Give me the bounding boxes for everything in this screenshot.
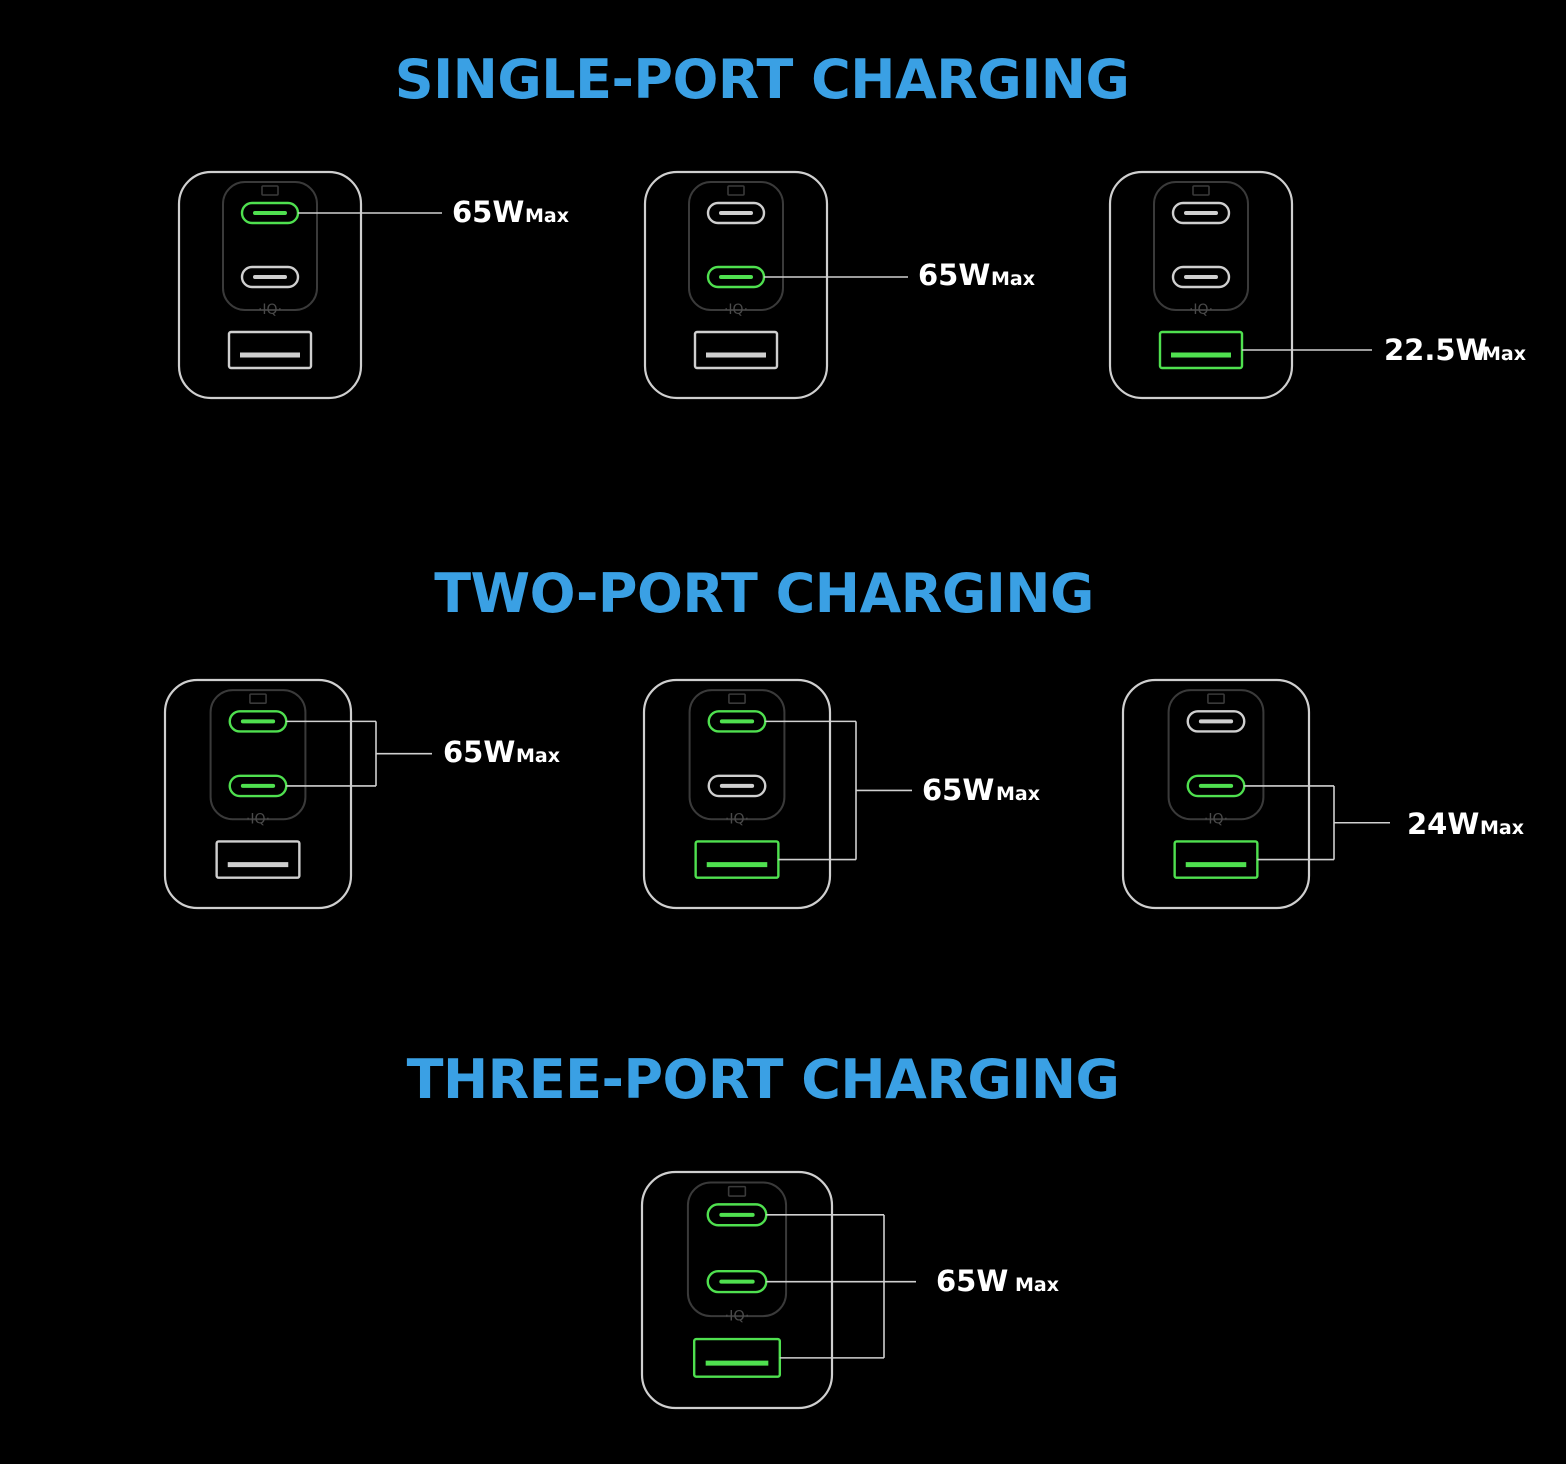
usb-a-port-icon: [215, 840, 301, 879]
port-panel: [688, 689, 786, 821]
usb-c-port-icon: [706, 201, 766, 225]
charger-body: [640, 1170, 834, 1410]
usb-a-port-icon: [1158, 330, 1244, 370]
usb-a-port-icon: [227, 330, 313, 370]
indicator-notch: [1207, 693, 1225, 705]
usb-c-port-icon: [707, 774, 767, 798]
usb-a-port-icon: [693, 330, 779, 370]
port-panel: [688, 181, 784, 311]
charger-single-2: ·IQ·: [643, 170, 908, 400]
max-label: Max: [516, 745, 560, 767]
charger-body: [642, 678, 832, 910]
iq-logo: ·IQ·: [1189, 302, 1213, 318]
section-title-single-port: SINGLE-PORT CHARGING: [395, 48, 1130, 111]
charger-body: [163, 678, 353, 910]
indicator-notch: [249, 693, 267, 705]
usb-c-port-icon: [1186, 710, 1246, 733]
charger-three-1: ·IQ·: [640, 1170, 916, 1410]
iq-logo: ·IQ·: [725, 811, 749, 827]
port-panel: [1153, 181, 1249, 311]
wattage-label: 24W: [1407, 807, 1479, 841]
iq-logo: ·IQ·: [246, 811, 270, 827]
usb-c-port-icon: [706, 1203, 768, 1227]
usb-c-port-icon: [240, 265, 300, 289]
max-label: Max: [1015, 1274, 1059, 1296]
charger-two-3: ·IQ·: [1121, 678, 1390, 910]
charger-body: [643, 170, 829, 400]
charger-body: [1121, 678, 1311, 910]
wattage-label: 65W: [918, 258, 990, 292]
indicator-notch: [1192, 185, 1210, 196]
max-label: Max: [1480, 817, 1524, 839]
iq-logo: ·IQ·: [1204, 811, 1228, 827]
port-panel: [222, 181, 318, 311]
section-title-three-port: THREE-PORT CHARGING: [407, 1048, 1120, 1111]
usb-c-port-icon: [706, 1270, 768, 1294]
charger-two-2: ·IQ·: [642, 678, 912, 910]
max-label: Max: [525, 205, 569, 227]
charger-two-1: ·IQ·: [163, 678, 432, 910]
max-label: Max: [996, 783, 1040, 805]
port-panel: [1167, 689, 1265, 821]
iq-logo: ·IQ·: [724, 302, 748, 318]
usb-c-port-icon: [1171, 265, 1231, 289]
indicator-notch: [728, 693, 746, 705]
usb-a-port-icon: [694, 840, 780, 879]
wattage-label: 65W: [936, 1264, 1008, 1298]
port-panel: [686, 1181, 788, 1318]
usb-a-port-icon: [692, 1337, 782, 1378]
charger-body: [177, 170, 363, 400]
max-label: Max: [1482, 343, 1526, 365]
charger-single-1: ·IQ·: [177, 170, 442, 400]
iq-logo: ·IQ·: [258, 302, 282, 318]
indicator-notch: [727, 185, 745, 196]
wattage-label: 65W: [452, 195, 524, 229]
max-label: Max: [991, 268, 1035, 290]
indicator-notch: [727, 1185, 747, 1197]
charger-body: [1108, 170, 1294, 400]
wattage-label: 65W: [443, 735, 515, 769]
iq-logo: ·IQ·: [724, 1307, 749, 1324]
usb-a-port-icon: [1173, 840, 1259, 879]
wattage-label: 65W: [922, 773, 994, 807]
indicator-notch: [261, 185, 279, 196]
usb-c-port-icon: [1171, 201, 1231, 225]
wattage-label: 22.5W: [1384, 333, 1488, 367]
charger-single-3: ·IQ·: [1108, 170, 1372, 400]
port-panel: [209, 689, 307, 821]
section-title-two-port: TWO-PORT CHARGING: [434, 562, 1094, 625]
